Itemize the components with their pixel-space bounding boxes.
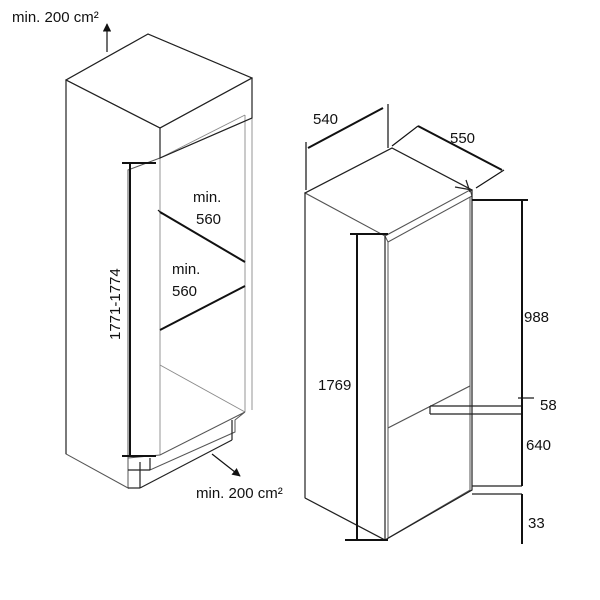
bottom-vent-label: min. 200 cm² <box>196 485 283 502</box>
refrigerator <box>303 147 522 541</box>
niche-depth-upper-min: min. <box>193 189 221 206</box>
width-label: 540 <box>313 111 338 128</box>
niche-depth-lower-min: min. <box>172 261 200 278</box>
total-height-label: 1769 <box>318 377 351 394</box>
depth-label: 550 <box>450 130 475 147</box>
bottom-vent-arrow <box>211 453 241 477</box>
niche-height-label: 1771-1774 <box>107 268 124 340</box>
upper-door-label: 988 <box>524 309 549 326</box>
gap-dimension <box>518 396 534 420</box>
upper-door-dimension <box>472 199 528 396</box>
niche-depth-lower-value: 560 <box>172 283 197 300</box>
niche-depth-upper-dimension <box>157 209 246 263</box>
gap-label: 58 <box>540 397 557 414</box>
width-dimension <box>305 104 389 190</box>
niche-depth-upper-value: 560 <box>196 211 221 228</box>
niche-depth-lower-dimension <box>159 285 246 331</box>
lower-door-label: 640 <box>526 437 551 454</box>
bottom-label: 33 <box>528 515 545 532</box>
niche-height-dimension <box>122 162 156 457</box>
total-height-dimension <box>345 233 388 541</box>
depth-dimension <box>391 125 505 189</box>
niche-cabinet <box>64 33 254 489</box>
top-vent-label: min. 200 cm² <box>12 9 99 26</box>
